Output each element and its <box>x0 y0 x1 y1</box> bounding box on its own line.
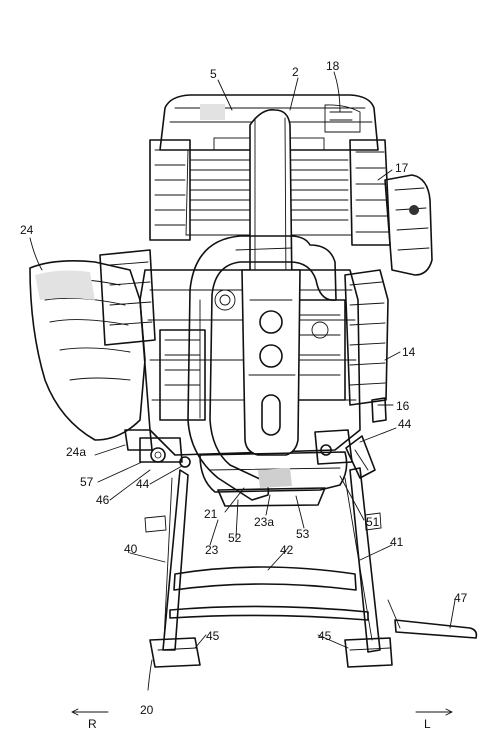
label-57: 57 <box>80 475 94 489</box>
direction-right-label: R <box>88 717 97 731</box>
left-arrow-icon <box>71 708 109 716</box>
label-17: 17 <box>395 161 409 175</box>
label-47: 47 <box>454 591 468 605</box>
stand-frame <box>144 467 393 668</box>
label-18: 18 <box>326 59 340 73</box>
label-41: 41 <box>390 535 404 549</box>
label-14: 14 <box>402 345 416 359</box>
rod-47 <box>387 599 478 639</box>
label-5: 5 <box>210 67 217 81</box>
central-frame-pipe <box>241 108 301 456</box>
direction-left-label: L <box>424 717 431 731</box>
label-21: 21 <box>204 507 218 521</box>
label-40: 40 <box>124 542 138 556</box>
label-51: 51 <box>366 515 380 529</box>
label-52: 52 <box>228 531 242 545</box>
right-arrow-icon <box>415 708 453 716</box>
exhaust-pipe-23 <box>187 235 337 501</box>
right-side-component-14 <box>344 174 433 406</box>
label-2: 2 <box>292 65 299 79</box>
label-44-left: 44 <box>136 477 150 491</box>
label-24: 24 <box>20 223 34 237</box>
label-45-left: 45 <box>206 629 220 643</box>
left-lower-fittings <box>124 429 191 468</box>
direction-indicators: R L <box>71 708 453 731</box>
label-23a: 23a <box>254 515 274 529</box>
label-53: 53 <box>296 527 310 541</box>
label-16: 16 <box>396 399 410 413</box>
label-42: 42 <box>280 543 294 557</box>
right-lower-fittings <box>314 397 387 479</box>
left-side-component-24 <box>29 249 156 441</box>
label-23: 23 <box>205 543 219 557</box>
label-45-right: 45 <box>318 629 332 643</box>
oil-pan <box>199 451 348 507</box>
label-44-right: 44 <box>398 417 412 431</box>
reference-labels: 5 2 18 17 24 14 16 44 24a 57 46 44 21 23… <box>20 59 468 717</box>
label-46: 46 <box>96 493 110 507</box>
leader-lines <box>29 71 456 691</box>
label-20: 20 <box>140 703 154 717</box>
label-24a: 24a <box>66 445 86 459</box>
